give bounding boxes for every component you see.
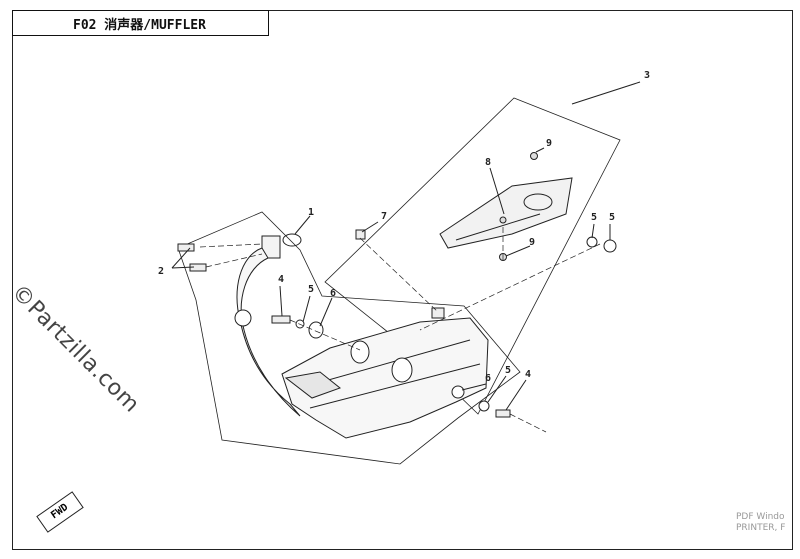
callout-labels: 1 2 3 4 5 6 7 8 9 9 5 5 6 5 4 [158, 70, 650, 384]
callout-4-left: 4 [278, 274, 284, 285]
callout-6-right: 6 [485, 373, 491, 384]
stud-bolt-upper [177, 243, 195, 252]
callout-5-right-b: 5 [609, 212, 615, 223]
corner-stamp: PDF Windo PRINTER, F [736, 512, 785, 534]
callout-2: 2 [158, 266, 164, 277]
heat-shield-hole [523, 193, 553, 211]
muffler-end-cap [284, 371, 342, 399]
grommet-6-right [451, 385, 465, 399]
washer-5-a [586, 236, 598, 248]
bolt-4-right [495, 409, 511, 418]
diagram-title: F02 消声器/MUFFLER [73, 18, 206, 33]
bolt-4-left [271, 315, 291, 324]
grommet-6-left [308, 321, 324, 339]
callout-5-left: 5 [308, 284, 314, 295]
gasket-part [282, 233, 302, 247]
callout-4-right: 4 [525, 369, 531, 380]
callout-7: 7 [381, 211, 387, 222]
muffler-mount-boss-2 [391, 357, 413, 383]
callout-5-right: 5 [505, 365, 511, 376]
pipe-mount-bracket [234, 309, 252, 327]
callout-1: 1 [308, 207, 314, 218]
drawing-frame [12, 10, 793, 550]
callout-6-left: 6 [330, 288, 336, 299]
washer-5-right [478, 400, 490, 412]
assembly-outline [177, 211, 521, 465]
corner-stamp-line-1: PDF Windo [736, 512, 785, 522]
title-block: F02 消声器/MUFFLER [12, 10, 269, 36]
callout-8: 8 [485, 157, 491, 168]
muffler-body [281, 317, 489, 439]
muffler-mount-boss-1 [350, 340, 370, 364]
heat-shield-part [439, 177, 573, 249]
header-pipe [236, 247, 301, 417]
callout-9-lower: 9 [529, 237, 535, 248]
screw-9-upper [530, 152, 538, 160]
corner-stamp-line-2: PRINTER, F [736, 523, 786, 533]
washer-5-b [603, 239, 617, 253]
callout-3: 3 [644, 70, 650, 81]
exhaust-flange [261, 235, 281, 259]
callout-9-upper: 9 [546, 138, 552, 149]
clip-7 [355, 229, 366, 240]
callout-5-right-a: 5 [591, 212, 597, 223]
